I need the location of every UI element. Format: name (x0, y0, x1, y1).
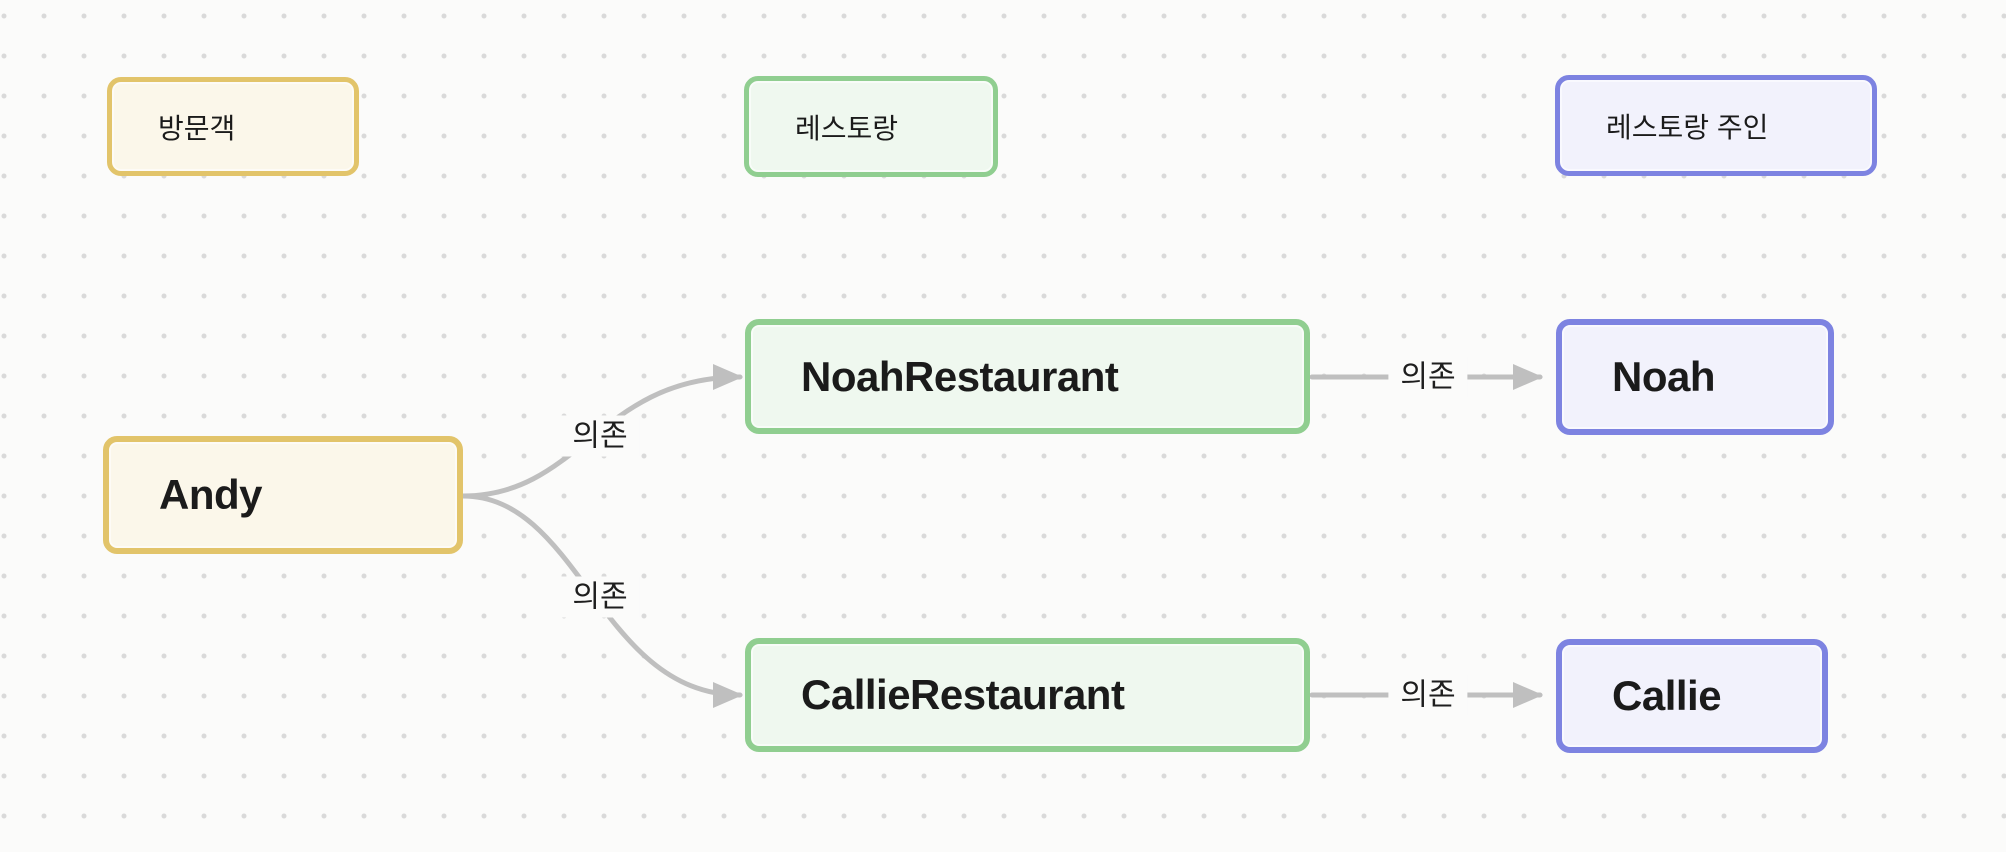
node-noah[interactable]: Noah (1556, 319, 1834, 435)
legend-visitor[interactable]: 방문객 (107, 77, 359, 176)
legend-owner-label: 레스토랑 주인 (1606, 111, 1769, 143)
node-noah-restaurant[interactable]: NoahRestaurant (745, 319, 1310, 434)
node-noah-label: Noah (1612, 353, 1716, 400)
edge-label-andy-noahrestaurant: 의존 (560, 415, 640, 457)
legend-restaurant-label: 레스토랑 (795, 112, 899, 144)
node-callie-restaurant-label: CallieRestaurant (801, 671, 1125, 718)
node-callie-restaurant[interactable]: CallieRestaurant (745, 638, 1310, 752)
node-noah-restaurant-label: NoahRestaurant (801, 352, 1119, 400)
node-andy-label: Andy (159, 471, 263, 518)
node-callie-label: Callie (1612, 672, 1722, 719)
edge-label-noahrestaurant-noah: 의존 (1388, 356, 1468, 398)
node-andy[interactable]: Andy (103, 436, 463, 554)
legend-restaurant[interactable]: 레스토랑 (744, 76, 998, 177)
legend-visitor-label: 방문객 (158, 112, 236, 144)
edge-label-andy-callierestaurant: 의존 (560, 576, 640, 618)
legend-owner[interactable]: 레스토랑 주인 (1555, 75, 1877, 176)
edge-label-callierestaurant-callie: 의존 (1388, 674, 1468, 716)
node-callie[interactable]: Callie (1556, 639, 1828, 753)
